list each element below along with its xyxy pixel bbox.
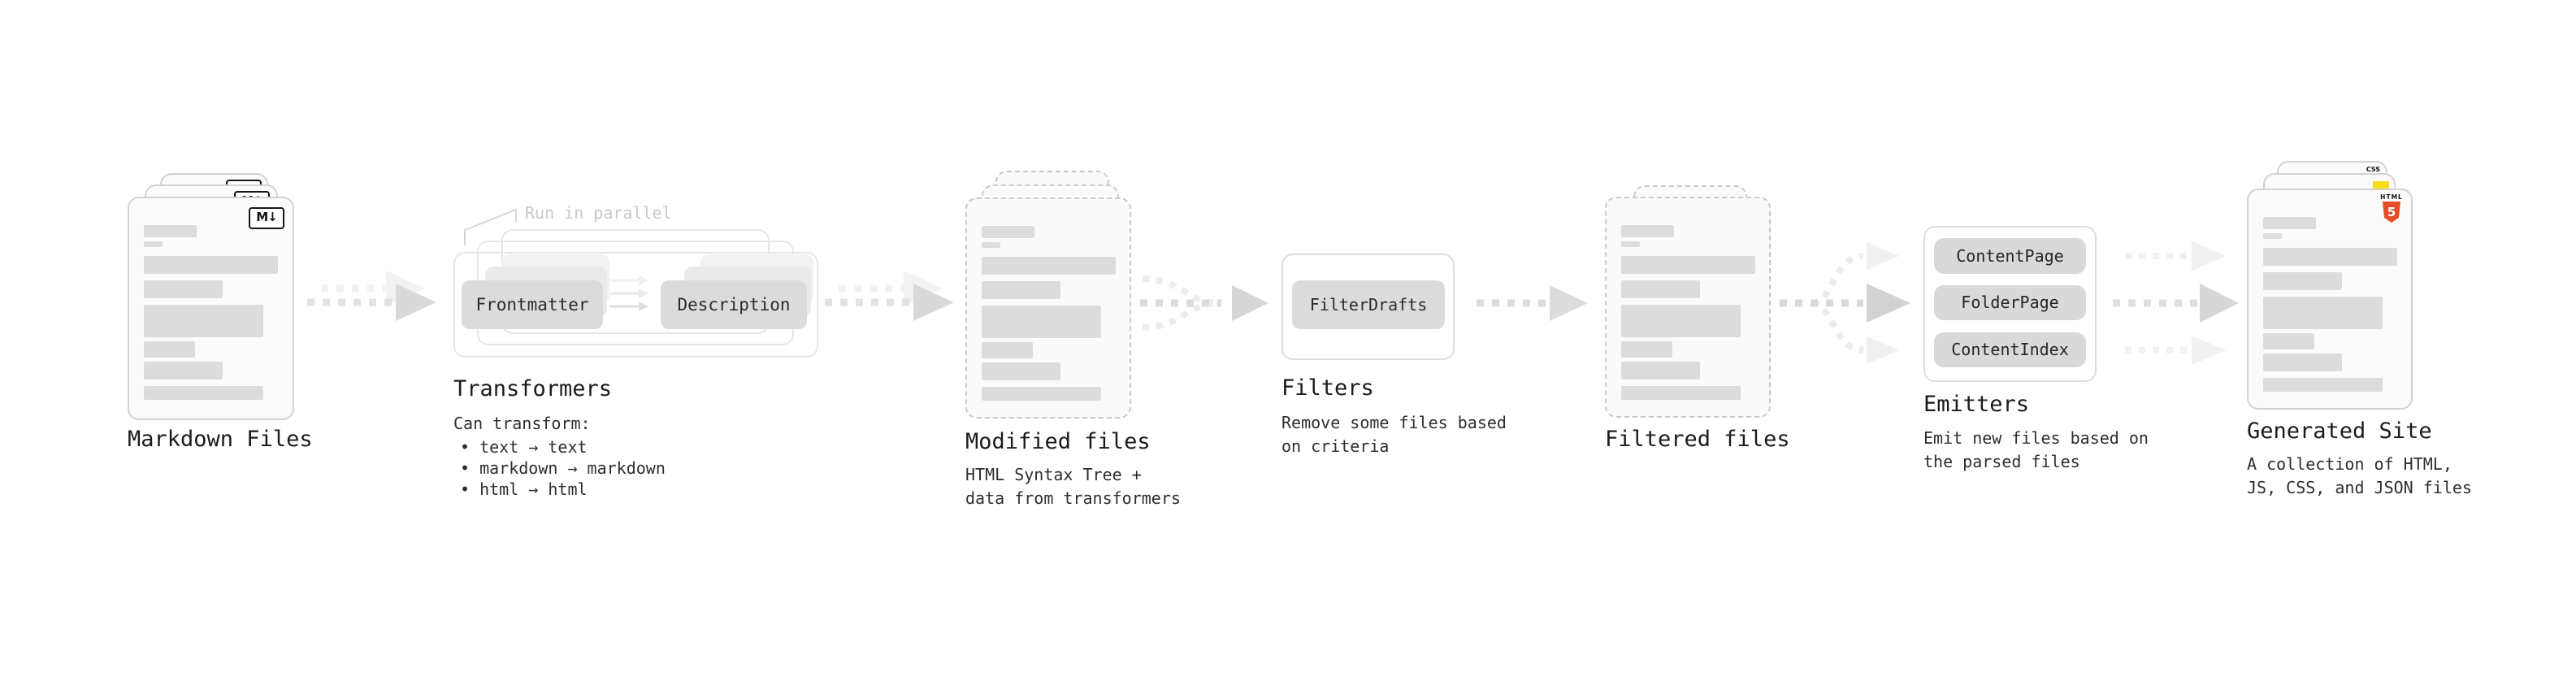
arrow-markdown-to-transformers bbox=[307, 271, 436, 321]
doc-line-bar bbox=[982, 387, 1101, 401]
description-line: the parsed files bbox=[1923, 452, 2080, 471]
doc-line-bar bbox=[2263, 378, 2383, 392]
doc-line-bar bbox=[1621, 386, 1741, 400]
modified-files-description: HTML Syntax Tree + data from transformer… bbox=[965, 463, 1181, 510]
doc-line-bar bbox=[982, 342, 1033, 358]
stage-label-transformers: Transformers bbox=[453, 376, 613, 401]
doc-line-bar bbox=[144, 341, 195, 358]
doc-line-bar bbox=[1621, 362, 1700, 380]
markdown-file-card-front: M↓ bbox=[128, 197, 294, 420]
document-skeleton bbox=[2249, 190, 2411, 408]
arrow-transformers-to-modified bbox=[825, 271, 954, 321]
description-line: Emit new files based on bbox=[1923, 428, 2149, 448]
emitter-node-contentpage: ContentPage bbox=[1934, 238, 2086, 274]
stage-label-emitters: Emitters bbox=[1923, 392, 2030, 417]
description-line: Remove some files based bbox=[1281, 413, 1507, 432]
stage-label-markdown-files: Markdown Files bbox=[128, 427, 313, 452]
run-in-parallel-annotation: Run in parallel bbox=[525, 203, 672, 223]
doc-line-bar bbox=[982, 242, 1000, 248]
stage-label-filtered-files: Filtered files bbox=[1605, 427, 1790, 452]
doc-line-bar bbox=[1621, 280, 1700, 298]
emitters-description: Emit new files based on the parsed files bbox=[1923, 427, 2149, 474]
doc-line-bar bbox=[982, 362, 1060, 380]
run-in-parallel-leader-line bbox=[464, 208, 517, 245]
document-skeleton bbox=[129, 198, 293, 419]
html5-icon-shield: 5 bbox=[2383, 202, 2400, 223]
document-skeleton bbox=[967, 199, 1130, 417]
doc-line-bar bbox=[2263, 272, 2342, 290]
generated-site-description: A collection of HTML, JS, CSS, and JSON … bbox=[2247, 453, 2472, 500]
description-line: JS, CSS, and JSON files bbox=[2247, 478, 2472, 497]
stage-label-modified-files: Modified files bbox=[965, 429, 1151, 454]
doc-line-bar bbox=[2263, 297, 2383, 329]
emitter-node-folderpage: FolderPage bbox=[1934, 285, 2086, 320]
site-file-card-html: HTML 5 bbox=[2247, 189, 2413, 410]
parallel-flow-arrows bbox=[609, 275, 648, 311]
html5-icon-word: HTML bbox=[2380, 193, 2403, 201]
transformer-node-frontmatter: Frontmatter bbox=[462, 280, 603, 329]
doc-line-bar bbox=[2263, 354, 2342, 371]
arrow-modified-to-filters bbox=[1140, 275, 1268, 331]
doc-line-bar bbox=[144, 256, 278, 274]
description-line: on criteria bbox=[1281, 436, 1390, 456]
doc-line-bar bbox=[144, 225, 197, 237]
modified-file-card-front bbox=[965, 197, 1131, 419]
arrow-filters-to-filtered bbox=[1477, 285, 1588, 321]
doc-line-bar bbox=[2263, 248, 2397, 266]
arrow-filtered-to-emitters bbox=[1780, 242, 1910, 364]
doc-line-bar bbox=[1621, 341, 1672, 358]
doc-line-bar bbox=[144, 280, 223, 298]
filters-description: Remove some files based on criteria bbox=[1281, 411, 1507, 458]
transformer-frame-front bbox=[453, 252, 818, 358]
filter-node-filterdrafts: FilterDrafts bbox=[1292, 280, 1445, 329]
doc-line-bar bbox=[1621, 241, 1640, 247]
doc-line-bar bbox=[2263, 333, 2314, 349]
stage-label-generated-site: Generated Site bbox=[2247, 419, 2432, 444]
doc-line-bar bbox=[982, 257, 1116, 275]
description-line: HTML Syntax Tree + bbox=[965, 465, 1142, 484]
doc-line-bar bbox=[1621, 305, 1741, 337]
transformer-node-description: Description bbox=[661, 280, 807, 329]
doc-line-bar bbox=[982, 226, 1034, 238]
doc-line-bar bbox=[144, 362, 223, 380]
doc-line-bar bbox=[144, 386, 263, 400]
transform-bullet: markdown → markdown bbox=[453, 458, 666, 479]
emitter-node-contentindex: ContentIndex bbox=[1934, 332, 2086, 367]
doc-line-bar bbox=[2263, 233, 2282, 239]
stage-label-filters: Filters bbox=[1281, 375, 1374, 401]
markdown-icon: M↓ bbox=[249, 207, 284, 229]
description-line: A collection of HTML, bbox=[2247, 454, 2452, 474]
transformers-description: Can transform: text → text markdown → ma… bbox=[453, 413, 666, 500]
arrow-emitters-to-site bbox=[2113, 241, 2239, 365]
filtered-file-card-front bbox=[1605, 197, 1771, 418]
doc-line-bar bbox=[1621, 256, 1755, 274]
doc-line-bar bbox=[1621, 225, 1674, 237]
html5-icon: HTML 5 bbox=[2379, 194, 2404, 223]
transform-bullet: html → html bbox=[453, 479, 666, 500]
description-line: data from transformers bbox=[965, 488, 1181, 508]
doc-line-bar bbox=[144, 305, 263, 337]
doc-line-bar bbox=[144, 241, 163, 247]
document-skeleton bbox=[1607, 198, 1769, 416]
doc-line-bar bbox=[2263, 217, 2316, 229]
transform-bullet: text → text bbox=[453, 436, 666, 458]
doc-line-bar bbox=[982, 306, 1101, 338]
can-transform-heading: Can transform: bbox=[453, 414, 591, 433]
doc-line-bar bbox=[982, 281, 1060, 299]
